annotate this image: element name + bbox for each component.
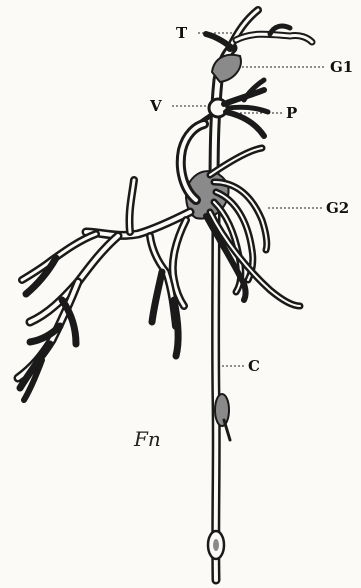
label-g1: G1 [330,58,353,76]
left-plexus [18,124,204,400]
label-c: C [248,357,260,375]
label-t: T [176,24,188,42]
ganglion-g2 [186,148,300,306]
artist-signature: Fn [133,427,161,451]
label-p: P [286,104,297,122]
labels: T G1 V P G2 C Fn [133,24,353,451]
label-g2: G2 [326,199,349,217]
label-v: V [149,97,162,115]
